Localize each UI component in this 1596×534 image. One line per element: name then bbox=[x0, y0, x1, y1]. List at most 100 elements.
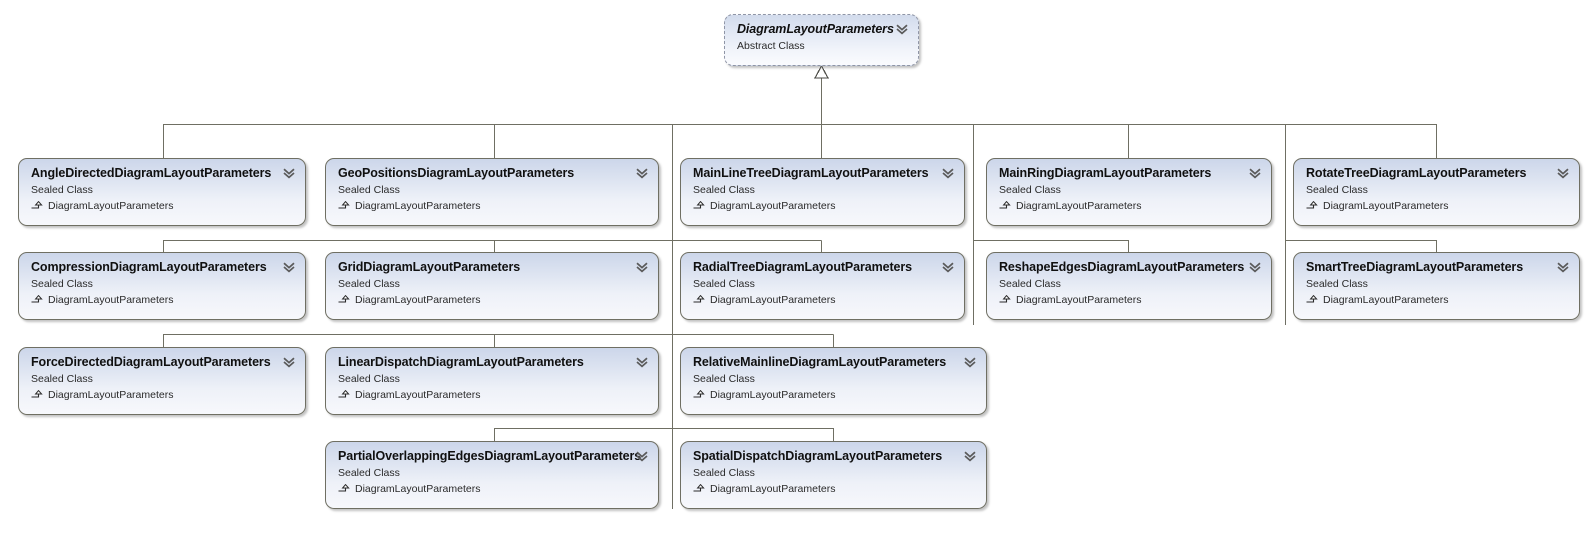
chevron-double-down-icon[interactable] bbox=[963, 449, 977, 463]
class-node[interactable]: AngleDirectedDiagramLayoutParameters Sea… bbox=[18, 158, 306, 226]
inheritance-arrow-icon bbox=[1306, 294, 1318, 303]
class-node-stereotype: Sealed Class bbox=[1306, 278, 1368, 290]
class-node-title: RelativeMainlineDiagramLayoutParameters bbox=[693, 355, 947, 369]
class-node[interactable]: RotateTreeDiagramLayoutParameters Sealed… bbox=[1293, 158, 1580, 226]
class-node-title: ReshapeEdgesDiagramLayoutParameters bbox=[999, 260, 1245, 274]
inheritance-arrow-icon bbox=[31, 389, 43, 398]
class-node-basetype: DiagramLayoutParameters bbox=[1306, 293, 1569, 307]
class-node-basetype-label: DiagramLayoutParameters bbox=[355, 294, 481, 306]
class-node-basetype-label: DiagramLayoutParameters bbox=[710, 389, 836, 401]
class-node-title: MainLineTreeDiagramLayoutParameters bbox=[693, 166, 929, 180]
class-node-basetype-label: DiagramLayoutParameters bbox=[355, 483, 481, 495]
class-node-basetype: DiagramLayoutParameters bbox=[693, 388, 976, 402]
class-node-stereotype: Sealed Class bbox=[1306, 184, 1368, 196]
chevron-double-down-icon[interactable] bbox=[941, 260, 955, 274]
class-node[interactable]: GridDiagramLayoutParameters Sealed Class… bbox=[325, 252, 659, 320]
chevron-double-down-icon[interactable] bbox=[282, 260, 296, 274]
class-node-basetype: DiagramLayoutParameters bbox=[338, 388, 648, 402]
class-node-title: RotateTreeDiagramLayoutParameters bbox=[1306, 166, 1527, 180]
class-node[interactable]: RelativeMainlineDiagramLayoutParameters … bbox=[680, 347, 987, 415]
class-node-basetype: DiagramLayoutParameters bbox=[338, 482, 648, 496]
chevron-double-down-icon[interactable] bbox=[895, 22, 909, 36]
class-node-title: LinearDispatchDiagramLayoutParameters bbox=[338, 355, 584, 369]
chevron-double-down-icon[interactable] bbox=[282, 355, 296, 369]
class-node-title: AngleDirectedDiagramLayoutParameters bbox=[31, 166, 272, 180]
class-node-basetype-label: DiagramLayoutParameters bbox=[48, 294, 174, 306]
class-node[interactable]: CompressionDiagramLayoutParameters Seale… bbox=[18, 252, 306, 320]
class-node[interactable]: MainLineTreeDiagramLayoutParameters Seal… bbox=[680, 158, 965, 226]
class-node-stereotype: Sealed Class bbox=[338, 278, 400, 290]
class-node-title: ForceDirectedDiagramLayoutParameters bbox=[31, 355, 271, 369]
inheritance-arrow-icon bbox=[693, 389, 705, 398]
class-node-basetype-label: DiagramLayoutParameters bbox=[1323, 200, 1449, 212]
inheritance-arrow-icon bbox=[338, 200, 350, 209]
class-node-stereotype: Sealed Class bbox=[693, 467, 755, 479]
inheritance-arrow-icon bbox=[999, 200, 1011, 209]
class-node-basetype-label: DiagramLayoutParameters bbox=[48, 389, 174, 401]
chevron-double-down-icon[interactable] bbox=[635, 355, 649, 369]
class-node-title: MainRingDiagramLayoutParameters bbox=[999, 166, 1212, 180]
class-node-title: GridDiagramLayoutParameters bbox=[338, 260, 521, 274]
class-node-basetype: DiagramLayoutParameters bbox=[999, 293, 1261, 307]
class-node-root[interactable]: DiagramLayoutParameters Abstract Class bbox=[724, 14, 919, 66]
class-node-stereotype: Sealed Class bbox=[999, 278, 1061, 290]
class-node-stereotype: Abstract Class bbox=[737, 40, 805, 52]
class-node-basetype: DiagramLayoutParameters bbox=[31, 293, 295, 307]
chevron-double-down-icon[interactable] bbox=[1556, 166, 1570, 180]
class-node-basetype-label: DiagramLayoutParameters bbox=[710, 294, 836, 306]
inheritance-arrow-icon bbox=[693, 483, 705, 492]
class-node[interactable]: ReshapeEdgesDiagramLayoutParameters Seal… bbox=[986, 252, 1272, 320]
class-node-title: SmartTreeDiagramLayoutParameters bbox=[1306, 260, 1524, 274]
class-node-title: SpatialDispatchDiagramLayoutParameters bbox=[693, 449, 943, 463]
class-node-basetype-label: DiagramLayoutParameters bbox=[1016, 294, 1142, 306]
class-node-stereotype: Sealed Class bbox=[31, 373, 93, 385]
class-node-title: GeoPositionsDiagramLayoutParameters bbox=[338, 166, 575, 180]
class-node-basetype: DiagramLayoutParameters bbox=[31, 388, 295, 402]
class-node-basetype: DiagramLayoutParameters bbox=[693, 199, 954, 213]
class-node[interactable]: LinearDispatchDiagramLayoutParameters Se… bbox=[325, 347, 659, 415]
inheritance-arrow-icon bbox=[338, 389, 350, 398]
class-node[interactable]: GeoPositionsDiagramLayoutParameters Seal… bbox=[325, 158, 659, 226]
chevron-double-down-icon[interactable] bbox=[1248, 260, 1262, 274]
class-node[interactable]: PartialOverlappingEdgesDiagramLayoutPara… bbox=[325, 441, 659, 509]
class-node[interactable]: SmartTreeDiagramLayoutParameters Sealed … bbox=[1293, 252, 1580, 320]
class-node-basetype: DiagramLayoutParameters bbox=[1306, 199, 1569, 213]
class-node-basetype-label: DiagramLayoutParameters bbox=[1016, 200, 1142, 212]
class-node-basetype: DiagramLayoutParameters bbox=[999, 199, 1261, 213]
inheritance-arrow-icon bbox=[31, 294, 43, 303]
inheritance-arrow-icon bbox=[693, 294, 705, 303]
class-node[interactable]: MainRingDiagramLayoutParameters Sealed C… bbox=[986, 158, 1272, 226]
class-node-stereotype: Sealed Class bbox=[31, 278, 93, 290]
class-node-basetype-label: DiagramLayoutParameters bbox=[710, 483, 836, 495]
inheritance-arrow-icon bbox=[31, 200, 43, 209]
class-node-title: CompressionDiagramLayoutParameters bbox=[31, 260, 267, 274]
class-node-stereotype: Sealed Class bbox=[693, 184, 755, 196]
class-node-stereotype: Sealed Class bbox=[693, 278, 755, 290]
class-node[interactable]: RadialTreeDiagramLayoutParameters Sealed… bbox=[680, 252, 965, 320]
class-node-basetype-label: DiagramLayoutParameters bbox=[1323, 294, 1449, 306]
chevron-double-down-icon[interactable] bbox=[1556, 260, 1570, 274]
inheritance-arrow-icon bbox=[1306, 200, 1318, 209]
inheritance-arrow-icon bbox=[338, 483, 350, 492]
class-node-basetype-label: DiagramLayoutParameters bbox=[355, 200, 481, 212]
class-node-stereotype: Sealed Class bbox=[338, 373, 400, 385]
class-node-title: RadialTreeDiagramLayoutParameters bbox=[693, 260, 913, 274]
chevron-double-down-icon[interactable] bbox=[635, 449, 649, 463]
class-node-title: PartialOverlappingEdgesDiagramLayoutPara… bbox=[338, 449, 642, 463]
class-node-basetype: DiagramLayoutParameters bbox=[338, 199, 648, 213]
chevron-double-down-icon[interactable] bbox=[941, 166, 955, 180]
chevron-double-down-icon[interactable] bbox=[282, 166, 296, 180]
chevron-double-down-icon[interactable] bbox=[635, 166, 649, 180]
chevron-double-down-icon[interactable] bbox=[635, 260, 649, 274]
class-node-basetype-label: DiagramLayoutParameters bbox=[710, 200, 836, 212]
class-node-basetype: DiagramLayoutParameters bbox=[31, 199, 295, 213]
chevron-double-down-icon[interactable] bbox=[1248, 166, 1262, 180]
chevron-double-down-icon[interactable] bbox=[963, 355, 977, 369]
inheritance-arrow-icon bbox=[338, 294, 350, 303]
inheritance-arrow-icon bbox=[693, 200, 705, 209]
class-node[interactable]: SpatialDispatchDiagramLayoutParameters S… bbox=[680, 441, 987, 509]
class-node-stereotype: Sealed Class bbox=[338, 184, 400, 196]
class-node-stereotype: Sealed Class bbox=[31, 184, 93, 196]
class-node[interactable]: ForceDirectedDiagramLayoutParameters Sea… bbox=[18, 347, 306, 415]
